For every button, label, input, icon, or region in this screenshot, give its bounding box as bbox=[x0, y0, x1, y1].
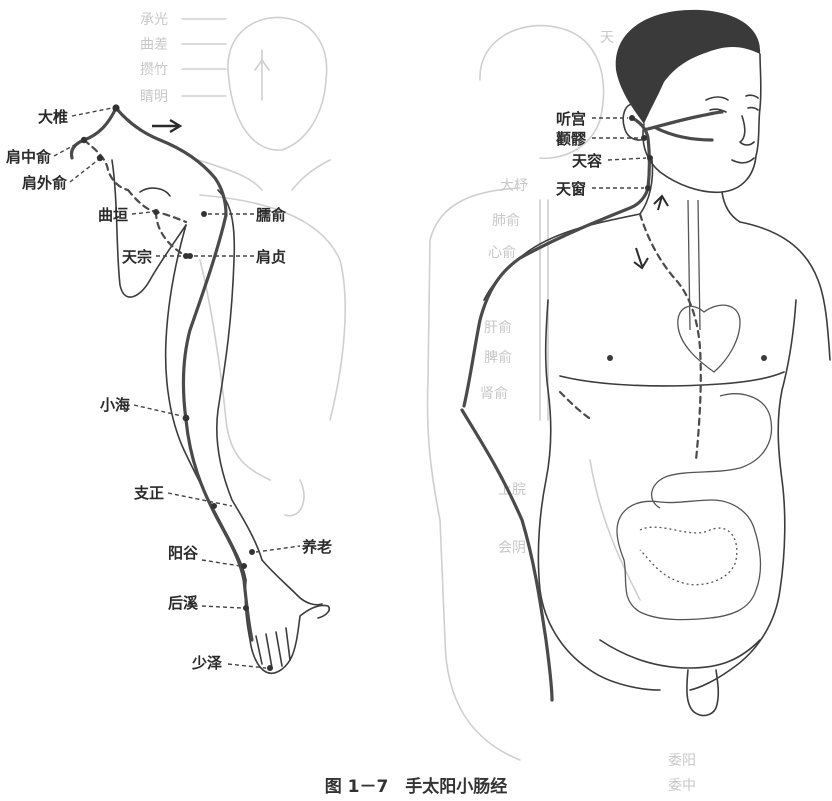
label-tianchuang: 天窗 bbox=[556, 180, 586, 198]
torso-left-side bbox=[538, 300, 660, 690]
arm-meridian-path bbox=[72, 108, 253, 640]
arm-illustration bbox=[112, 160, 345, 673]
label-jianzhongshu: 肩中俞 bbox=[6, 148, 52, 166]
right-nipple bbox=[761, 355, 767, 361]
meridian-line-shoulder bbox=[116, 108, 226, 215]
small-intestine bbox=[617, 500, 760, 620]
label-quanliao: 颧髎 bbox=[556, 130, 587, 148]
label-quyuan: 曲垣 bbox=[98, 206, 128, 224]
scapula-outline bbox=[112, 160, 186, 297]
label-yanglao: 养老 bbox=[301, 538, 332, 556]
label-tinggong: 听宫 bbox=[556, 110, 586, 128]
point-dot-houxi bbox=[243, 605, 249, 611]
stomach bbox=[652, 394, 772, 508]
faded-label: 委中 bbox=[668, 778, 696, 794]
fingers bbox=[256, 628, 290, 668]
mouth bbox=[732, 158, 754, 163]
hand-back bbox=[262, 560, 322, 605]
faded-label: 大杼 bbox=[500, 178, 528, 194]
point-dot-yanggu bbox=[241, 563, 247, 569]
label-dazhui: 大椎 bbox=[38, 108, 68, 126]
point-dot-dazhui bbox=[112, 104, 119, 111]
point-dot-quanliao bbox=[641, 135, 647, 141]
point-dot-tianchuang bbox=[645, 185, 651, 191]
faded-label: 会阴 bbox=[498, 540, 526, 556]
meridian-line-neck bbox=[72, 108, 117, 158]
torso-labels: 听宫 颧髎 天容 天窗 bbox=[556, 110, 646, 198]
point-dot-quyuan bbox=[153, 209, 159, 215]
label-houxi: 后溪 bbox=[168, 594, 199, 612]
arm-labels: 大椎 肩中俞 肩外俞 曲垣 天宗 臑俞 肩贞 小海 支正 养老 阳谷 后溪 少泽 bbox=[6, 108, 332, 672]
point-dot-tinggong bbox=[629, 115, 635, 121]
torso-right-side bbox=[690, 300, 796, 690]
faded-label: 肾俞 bbox=[480, 385, 508, 402]
left-nipple bbox=[607, 355, 613, 361]
pelvis-line bbox=[600, 640, 760, 668]
meridian-line-upper-arm bbox=[183, 215, 226, 420]
label-zhizheng: 支正 bbox=[133, 484, 164, 502]
faded-label: 天 bbox=[600, 30, 614, 46]
intestine-folds bbox=[640, 527, 737, 585]
point-dot-shaoze bbox=[267, 665, 273, 671]
faded-label: 心俞 bbox=[488, 244, 516, 261]
torso-illustration bbox=[484, 10, 830, 716]
eyebrows bbox=[706, 95, 758, 100]
point-dot-yanglao bbox=[249, 549, 255, 555]
faded-label: 委阳 bbox=[668, 753, 696, 769]
meridian-internal-branch bbox=[640, 214, 701, 460]
point-dot-xiaohai bbox=[183, 415, 190, 422]
faded-label: 承光 bbox=[140, 12, 168, 28]
faded-label: 肝俞 bbox=[484, 319, 512, 336]
label-xiaohai: 小海 bbox=[100, 396, 130, 414]
point-dot-jianzhen bbox=[187, 253, 193, 259]
point-dot-zhizheng bbox=[211, 503, 217, 509]
faded-label: 攒竹 bbox=[140, 62, 168, 78]
label-shaoze: 少泽 bbox=[191, 654, 222, 672]
chest-line bbox=[560, 372, 784, 386]
point-dot-naoshu bbox=[201, 211, 207, 217]
faded-label: 肺俞 bbox=[492, 212, 520, 229]
background-figures bbox=[198, 17, 640, 760]
hair bbox=[616, 10, 760, 124]
point-dot-jianzhongshu bbox=[81, 137, 87, 143]
meridian-branch-chest bbox=[560, 392, 592, 420]
genital bbox=[687, 670, 718, 715]
label-jianzhen: 肩贞 bbox=[256, 248, 286, 266]
scapula-spine bbox=[140, 188, 170, 196]
label-tianzong: 天宗 bbox=[122, 248, 152, 266]
faded-label: 曲差 bbox=[140, 37, 168, 53]
meridian-branch-scapula bbox=[84, 140, 128, 190]
arrow-icon bbox=[654, 196, 668, 210]
nose bbox=[740, 116, 754, 145]
label-yanggu: 阳谷 bbox=[168, 544, 199, 562]
right-shoulder bbox=[740, 222, 830, 360]
label-tianrong: 天容 bbox=[572, 152, 602, 170]
faded-labels: 承光 曲差 攒竹 睛明 天 大杼 肺俞 心俞 肝俞 脾俞 肾俞 上脘 会阴 委阳… bbox=[140, 12, 696, 794]
hand-outline bbox=[245, 580, 329, 673]
faded-label: 脾俞 bbox=[484, 349, 512, 366]
figure-caption: 图 1－7 手太阳小肠经 bbox=[325, 776, 508, 797]
heart bbox=[678, 305, 740, 372]
meridian-line-cheek bbox=[656, 128, 712, 140]
point-dot-tianrong bbox=[647, 155, 653, 161]
arrow-icon bbox=[152, 120, 180, 132]
label-naoshu: 臑俞 bbox=[256, 206, 287, 224]
faded-label: 睛明 bbox=[140, 89, 168, 105]
torso-meridian-path bbox=[462, 112, 722, 700]
arrow-icon bbox=[634, 248, 648, 268]
meridian-branch-tianzong bbox=[156, 212, 186, 256]
label-jianwaishu: 肩外俞 bbox=[22, 174, 68, 192]
